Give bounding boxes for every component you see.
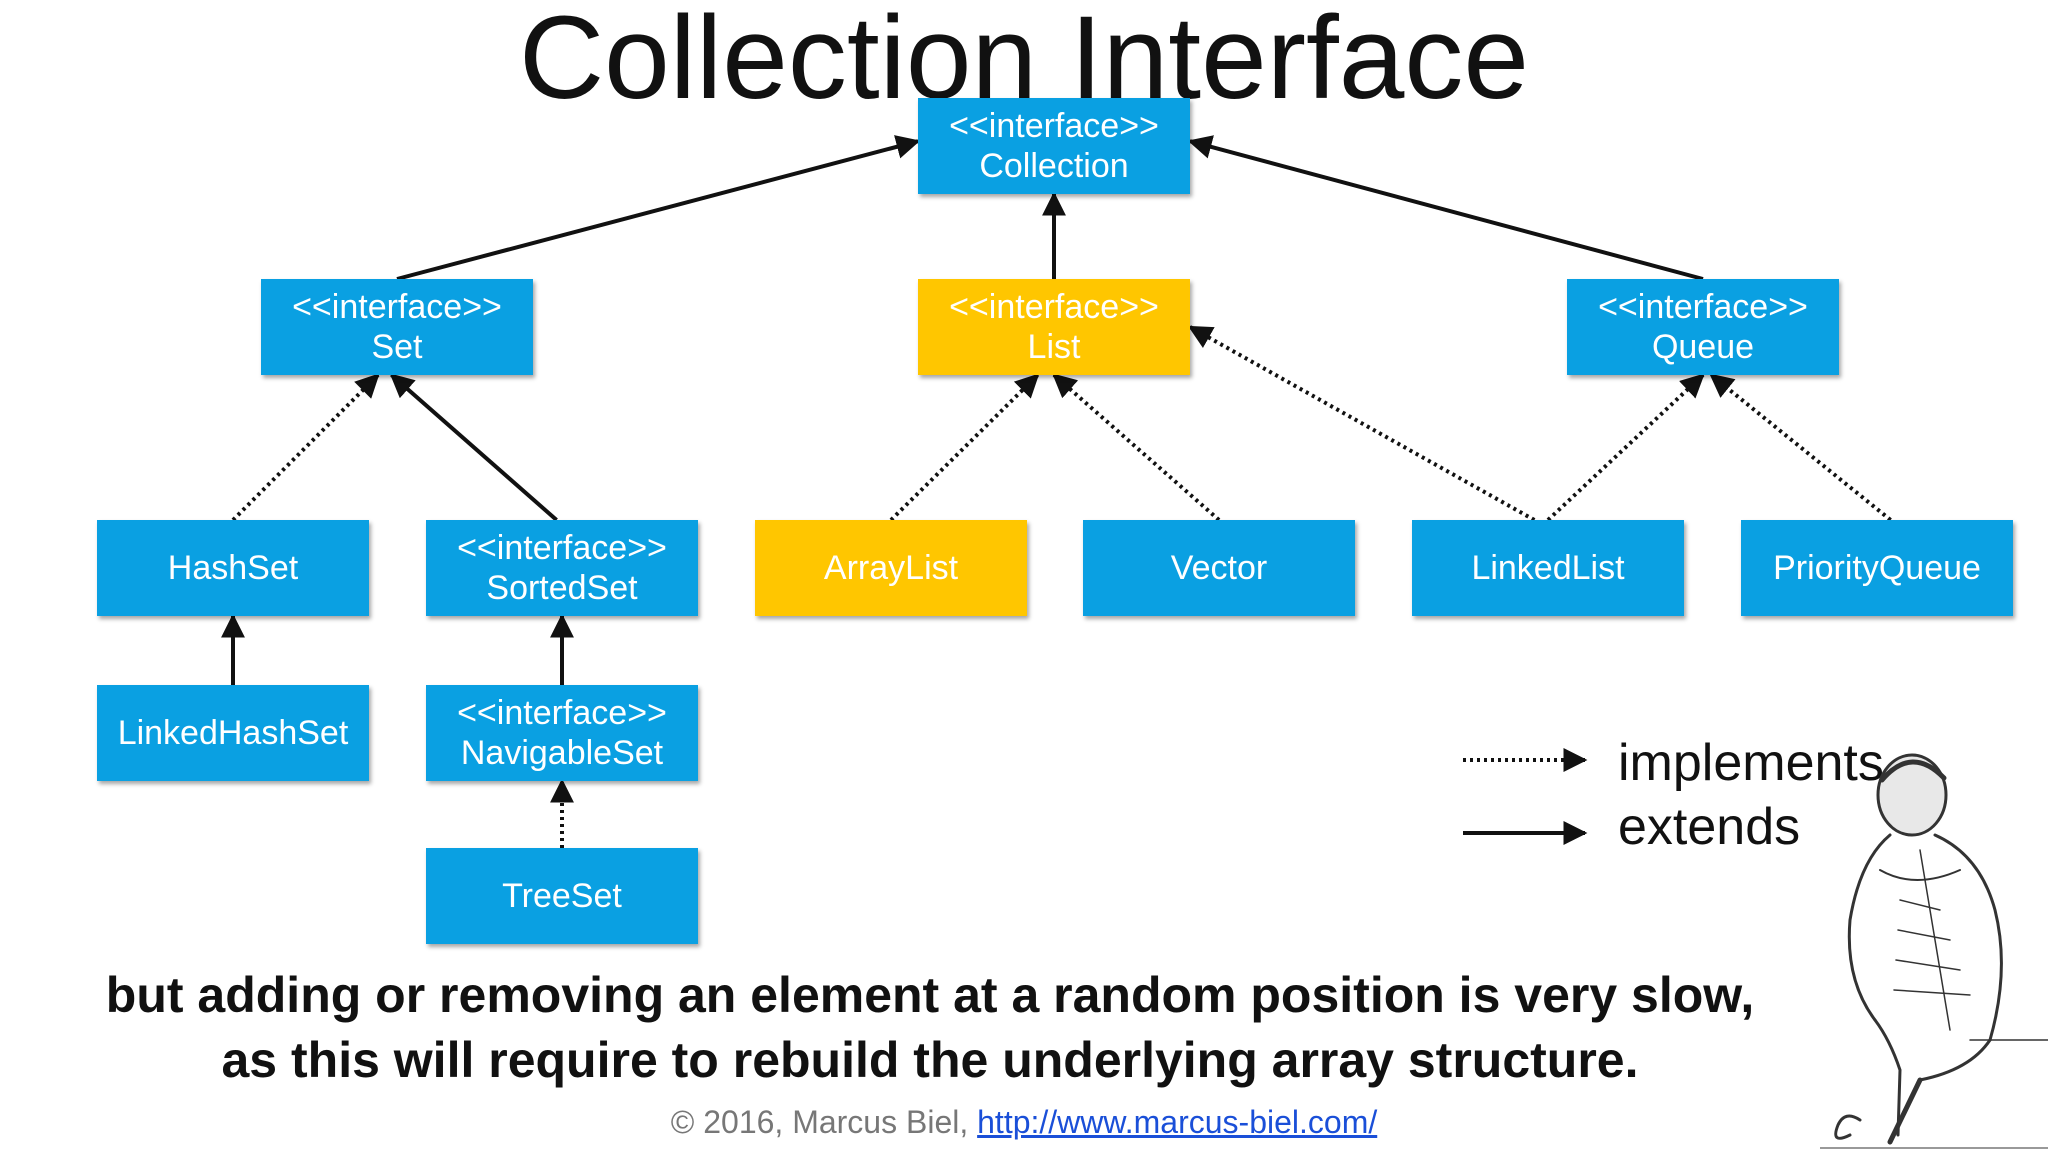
node-stereotype: <<interface>>	[292, 288, 502, 326]
subtitle-line-1: but adding or removing an element at a r…	[105, 967, 1755, 1023]
node-label: ArrayList	[823, 549, 959, 587]
craftsman-illustration	[1820, 753, 2048, 1149]
edge-queue-extends-collection	[1187, 135, 1704, 281]
node-stereotype: <<interface>>	[457, 529, 667, 567]
node-stereotype: <<interface>>	[949, 288, 1159, 326]
edge-arraylist-implements-list	[889, 373, 1040, 522]
edge-linkedlist-implements-queue	[1546, 373, 1705, 522]
edge-set-extends-collection	[396, 135, 921, 281]
node-treeset: TreeSet	[426, 848, 698, 944]
node-list: <<interface>> List	[918, 279, 1190, 375]
node-set: <<interface>> Set	[261, 279, 533, 375]
subtitle-line-2: as this will require to rebuild the unde…	[221, 1032, 1639, 1088]
node-label: LinkedList	[1471, 549, 1625, 587]
node-stereotype: <<interface>>	[949, 107, 1159, 145]
node-hashset: HashSet	[97, 520, 369, 616]
node-label: TreeSet	[502, 877, 622, 915]
edge-vector-implements-list	[1052, 373, 1221, 522]
node-priorityqueue: PriorityQueue	[1741, 520, 2013, 616]
footer-link[interactable]: http://www.marcus-biel.com/	[977, 1104, 1378, 1140]
edge-linkedlist-implements-list	[1187, 325, 1536, 522]
node-linkedlist: LinkedList	[1412, 520, 1684, 616]
node-label: List	[1027, 328, 1081, 366]
node-label: LinkedHashSet	[117, 714, 349, 752]
node-label: Collection	[979, 147, 1129, 185]
node-arraylist: ArrayList	[755, 520, 1027, 616]
node-label: Vector	[1170, 549, 1268, 587]
node-label: HashSet	[167, 549, 299, 587]
footer-copyright: © 2016, Marcus Biel,	[670, 1104, 978, 1140]
edge-priorityqueue-implements-queue	[1709, 373, 1892, 522]
node-navigableset: <<interface>> NavigableSet	[426, 685, 698, 781]
node-sortedset: <<interface>> SortedSet	[426, 520, 698, 616]
node-label: Queue	[1651, 328, 1755, 366]
node-vector: Vector	[1083, 520, 1355, 616]
edge-sortedset-extends-set	[389, 373, 558, 522]
node-stereotype: <<interface>>	[1598, 288, 1808, 326]
edge-hashset-implements-set	[231, 373, 380, 522]
node-label: PriorityQueue	[1773, 549, 1981, 587]
footer: © 2016, Marcus Biel, http://www.marcus-b…	[0, 1104, 2048, 1141]
node-linkedhashset: LinkedHashSet	[97, 685, 369, 781]
node-queue: <<interface>> Queue	[1567, 279, 1839, 375]
node-label: NavigableSet	[460, 734, 664, 772]
legend-implements-label: implements	[1618, 734, 1884, 792]
node-label: SortedSet	[486, 569, 638, 607]
node-collection: <<interface>> Collection	[918, 98, 1190, 194]
legend-extends-label: extends	[1618, 798, 1801, 856]
node-stereotype: <<interface>>	[457, 694, 667, 732]
node-label: Set	[371, 328, 423, 366]
